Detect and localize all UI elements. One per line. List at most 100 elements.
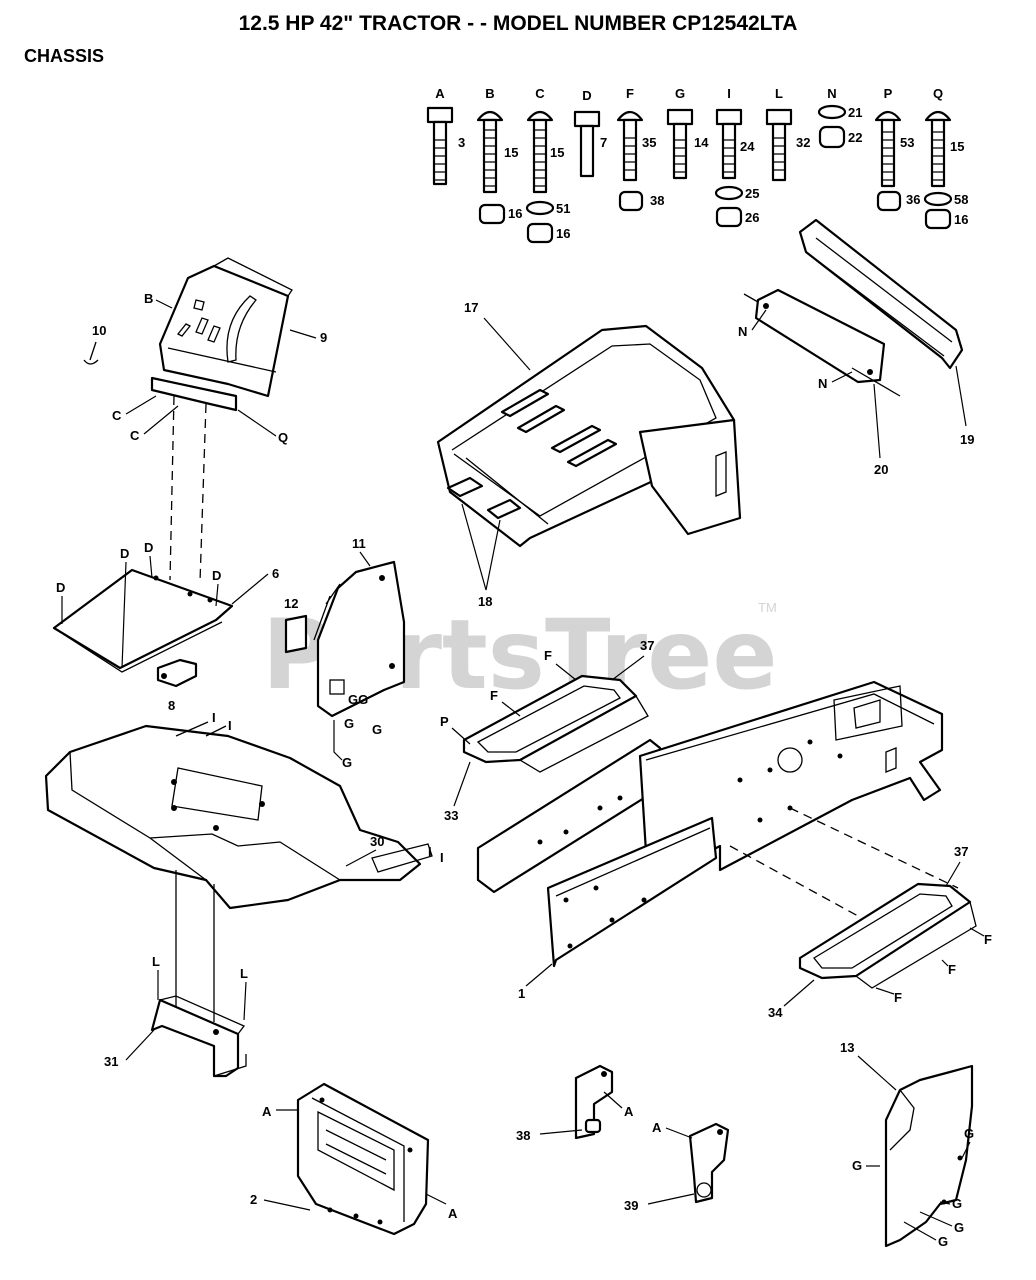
hardware-letter-p: P <box>884 86 893 101</box>
callout-n-2: N <box>818 376 827 391</box>
hardware-letter-c: C <box>535 86 545 101</box>
hardware-letter-b: B <box>485 86 494 101</box>
hardware-num-24: 24 <box>740 139 755 154</box>
callout-i-3: I <box>428 844 432 859</box>
steering-shaft-dashed <box>169 395 175 581</box>
hardware-b[interactable]: B 15 16 <box>476 86 522 225</box>
dash-panel-9[interactable]: 9 <box>150 257 327 412</box>
hardware-letter-q: Q <box>933 86 943 101</box>
callout-g-4: G <box>964 1126 974 1141</box>
part-33-label: 33 <box>444 808 458 823</box>
bracket-39[interactable]: 39 <box>624 1122 730 1213</box>
footrest-dashed-lines <box>729 807 959 917</box>
callout-b-dash: B <box>144 291 153 306</box>
hardware-letter-l: L <box>775 86 783 101</box>
bracket-38[interactable]: 38 <box>516 1064 614 1143</box>
callout-a-3: A <box>624 1104 634 1119</box>
callout-a-2: A <box>448 1206 458 1221</box>
rear-panel-2[interactable]: 2 <box>250 1082 430 1236</box>
callout-l-2: L <box>240 966 248 981</box>
hardware-num-53: 53 <box>900 135 914 150</box>
hardware-num-7: 7 <box>600 135 607 150</box>
callout-g-8: G <box>938 1234 948 1249</box>
part-2-label: 2 <box>250 1192 257 1207</box>
hardware-f[interactable]: F 35 38 <box>616 86 664 212</box>
hood-17[interactable]: 17 <box>436 300 742 548</box>
bracket-bar-20[interactable]: 20 <box>743 288 901 477</box>
callout-d-1: D <box>56 580 65 595</box>
body-shroud-30[interactable]: 30 <box>44 721 433 910</box>
column-lower <box>175 870 215 1022</box>
callout-i-1: I <box>212 710 216 725</box>
hardware-num-32: 32 <box>796 135 810 150</box>
hardware-num-36: 36 <box>906 192 920 207</box>
part-19-label: 19 <box>960 432 974 447</box>
part-9-label: 9 <box>320 330 327 345</box>
bracket-8[interactable]: 8 <box>156 658 198 713</box>
callout-f-2: F <box>490 688 498 703</box>
callout-g-7: G <box>954 1220 964 1235</box>
hardware-num-15b: 15 <box>504 145 518 160</box>
part-37-label-top: 37 <box>640 638 654 653</box>
hardware-num-26: 26 <box>745 210 759 225</box>
callout-d-2: D <box>120 546 129 561</box>
hardware-a[interactable]: A 3 <box>426 86 465 186</box>
callout-g-5: G <box>852 1158 862 1173</box>
callout-a-1: A <box>262 1104 272 1119</box>
clip-10[interactable]: 10 <box>83 323 106 365</box>
hardware-p[interactable]: P 53 36 <box>874 86 920 212</box>
callout-i-2: I <box>228 718 232 733</box>
callout-f-4: F <box>948 962 956 977</box>
hardware-c[interactable]: C 15 51 16 <box>525 86 570 244</box>
hardware-n[interactable]: N 21 22 <box>817 86 862 149</box>
hardware-num-35: 35 <box>642 135 656 150</box>
callout-g-3: G <box>342 755 352 770</box>
hardware-num-14: 14 <box>694 135 709 150</box>
part-8-label: 8 <box>168 698 175 713</box>
hardware-letter-i: I <box>727 86 731 101</box>
hardware-g[interactable]: G 14 <box>666 86 709 180</box>
part-34-label: 34 <box>768 1005 783 1020</box>
main-frame-1[interactable]: 1 <box>476 680 944 1001</box>
callout-i-4: I <box>440 850 444 865</box>
callout-p: P <box>440 714 449 729</box>
support-bracket-31[interactable]: 31 <box>104 995 247 1078</box>
side-panel-13[interactable]: 13 <box>840 1040 974 1248</box>
callout-c-dash-1: C <box>112 408 122 423</box>
callout-g-2: G <box>372 722 382 737</box>
hardware-num-38-nut: 38 <box>650 193 664 208</box>
decal-12[interactable]: 12 <box>284 596 308 654</box>
part-12-label: 12 <box>284 596 298 611</box>
footrest-33[interactable]: 37 33 <box>444 638 654 823</box>
hardware-q[interactable]: Q 15 58 16 <box>923 86 968 230</box>
hardware-num-16c: 16 <box>556 226 570 241</box>
hardware-l[interactable]: L 32 <box>765 86 810 182</box>
callout-g-1: G <box>344 716 354 731</box>
hardware-letter-f: F <box>626 86 634 101</box>
part-20-label: 20 <box>874 462 888 477</box>
floor-plate-6[interactable]: 6 <box>52 566 279 673</box>
hardware-num-25: 25 <box>745 186 759 201</box>
callout-l-1: L <box>152 954 160 969</box>
side-panel-11[interactable]: 11 <box>313 536 406 718</box>
grille-19[interactable]: 19 <box>798 218 974 447</box>
hardware-num-3: 3 <box>458 135 465 150</box>
callout-g-6: G <box>952 1196 962 1211</box>
hardware-letter-a: A <box>435 86 445 101</box>
footrest-34[interactable]: 37 34 <box>768 844 977 1020</box>
callout-gg: GG <box>348 692 368 707</box>
part-1-label: 1 <box>518 986 525 1001</box>
steering-shaft-dashed-2 <box>199 403 207 583</box>
watermark-trademark: TM <box>758 600 777 615</box>
callout-d-3: D <box>144 540 153 555</box>
hardware-num-21: 21 <box>848 105 862 120</box>
callout-q-dash: Q <box>278 430 288 445</box>
hardware-num-22: 22 <box>848 130 862 145</box>
hardware-d[interactable]: D 7 <box>573 88 607 178</box>
part-18-label: 18 <box>478 594 492 609</box>
hardware-num-15q: 15 <box>950 139 964 154</box>
hardware-i[interactable]: I 24 25 26 <box>714 86 759 228</box>
callout-f-1: F <box>544 648 552 663</box>
section-title: CHASSIS <box>24 46 104 66</box>
